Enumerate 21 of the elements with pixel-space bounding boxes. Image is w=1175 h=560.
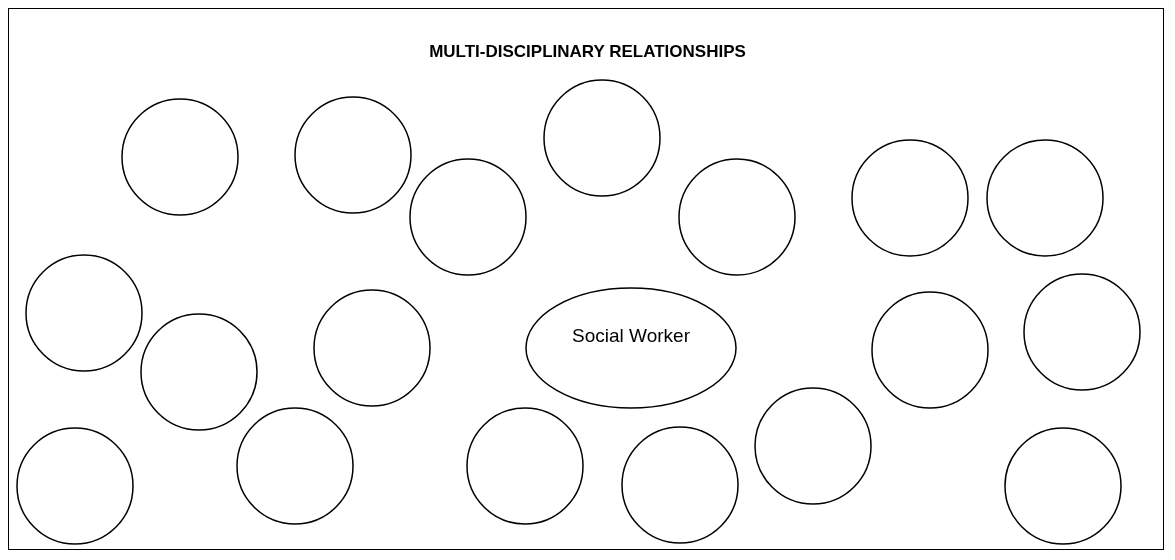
circle-node <box>544 80 660 196</box>
node-label: Social Worker <box>571 324 691 348</box>
circle-node <box>467 408 583 524</box>
circle-node <box>410 159 526 275</box>
circle-node <box>17 428 133 544</box>
circle-node <box>237 408 353 524</box>
circle-node <box>26 255 142 371</box>
circle-node <box>852 140 968 256</box>
circle-node <box>987 140 1103 256</box>
circle-node <box>314 290 430 406</box>
circle-node <box>1005 428 1121 544</box>
circle-node <box>679 159 795 275</box>
circle-node <box>872 292 988 408</box>
circle-node <box>1024 274 1140 390</box>
circle-node <box>295 97 411 213</box>
circle-node <box>755 388 871 504</box>
circle-node <box>141 314 257 430</box>
ellipse-node <box>526 288 736 408</box>
diagram-title: MULTI-DISCIPLINARY RELATIONSHIPS <box>429 42 746 62</box>
circle-node <box>122 99 238 215</box>
circle-node <box>622 427 738 543</box>
